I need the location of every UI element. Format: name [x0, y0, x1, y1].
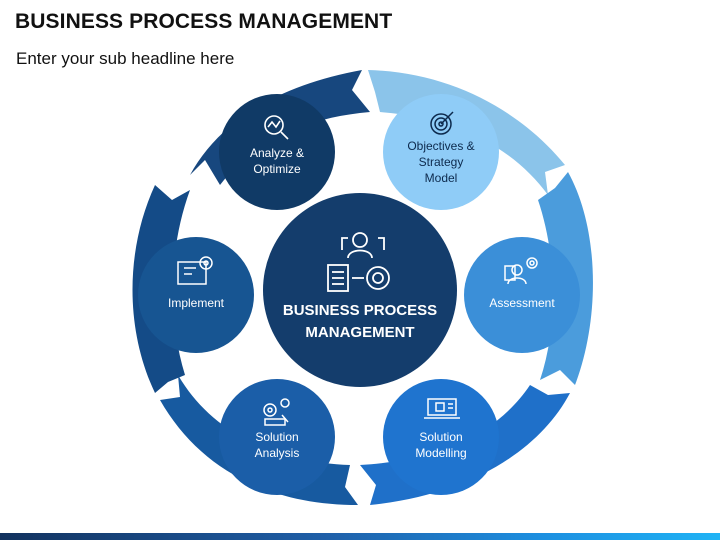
bottom-accent-bar: [0, 533, 720, 540]
analysis-gear-icon: [263, 398, 290, 426]
center-label-line2: MANAGEMENT: [305, 324, 415, 341]
person-gear-icon: [504, 257, 538, 285]
node-analyze-line1: Analyze &: [249, 146, 305, 160]
node-assessment-line1: Assessment: [489, 296, 555, 310]
blueprint-gear-icon: [177, 256, 213, 285]
node-analyze-label: Analyze & Optimize: [222, 145, 332, 177]
node-analyze-circle[interactable]: [219, 94, 335, 210]
node-assessment-circle[interactable]: [464, 237, 580, 353]
manager-process-gear-icon: [327, 232, 390, 292]
node-solution-analysis-line2: Analysis: [254, 446, 300, 460]
node-objectives-line2: Strategy: [418, 155, 464, 169]
laptop-model-icon: [424, 398, 460, 419]
node-solution-analysis-circle[interactable]: [219, 379, 335, 495]
node-objectives-line1: Objectives &: [407, 139, 475, 153]
node-objectives-label: Objectives & Strategy Model: [386, 138, 496, 186]
center-label: BUSINESS PROCESS MANAGEMENT: [278, 300, 442, 344]
node-objectives-circle[interactable]: [383, 94, 499, 210]
node-implement-circle[interactable]: [138, 237, 254, 353]
node-solution-modelling-line2: Modelling: [415, 446, 467, 460]
node-solution-modelling-line1: Solution: [419, 430, 463, 444]
target-icon: [430, 111, 454, 135]
center-circle[interactable]: [263, 193, 457, 387]
node-implement-label: Implement: [141, 295, 251, 311]
node-assessment-label: Assessment: [467, 295, 577, 311]
node-solution-modelling-circle[interactable]: [383, 379, 499, 495]
page-title: BUSINESS PROCESS MANAGEMENT: [15, 10, 393, 33]
node-implement-line1: Implement: [167, 296, 225, 310]
node-solution-modelling-label: Solution Modelling: [386, 429, 496, 461]
node-analyze-line2: Optimize: [253, 162, 301, 176]
center-label-line1: BUSINESS PROCESS: [282, 302, 438, 319]
page-subtitle: Enter your sub headline here: [16, 49, 235, 68]
node-solution-analysis-line1: Solution: [255, 430, 299, 444]
node-objectives-line3: Model: [424, 171, 458, 185]
node-solution-analysis-label: Solution Analysis: [222, 429, 332, 461]
magnifier-chart-icon: [264, 115, 289, 140]
